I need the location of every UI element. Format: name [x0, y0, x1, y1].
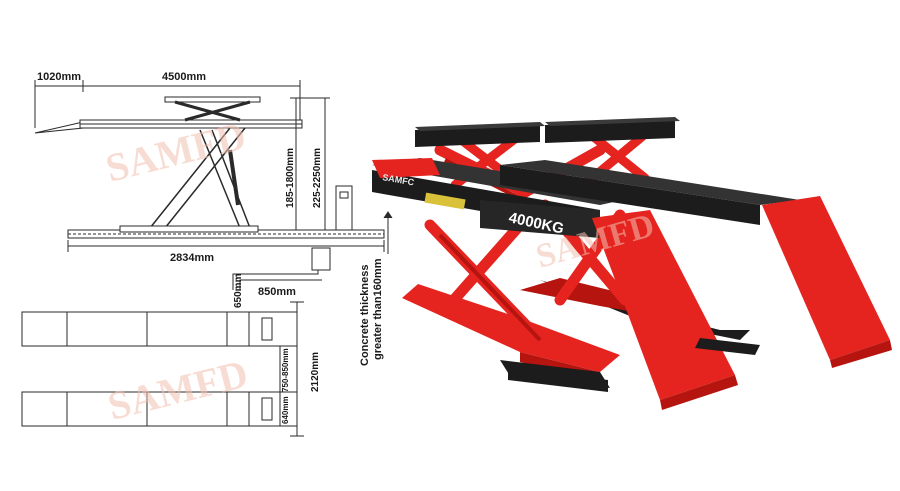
dim-pit-width: 850mm — [258, 286, 296, 298]
scissor-lift-photo — [372, 117, 892, 410]
dim-overall-width: 2120mm — [310, 352, 321, 392]
info-sticker — [424, 192, 466, 210]
dim-lowered-height: 185-1800mm — [285, 148, 296, 208]
concrete-note-line-1: Concrete thickness — [359, 265, 371, 366]
dim-platform-length: 4500mm — [162, 71, 206, 83]
dimension-labels: 1020mm 4500mm 2834mm 185-1800mm 225-2250… — [37, 71, 384, 424]
dim-pit-offset: 650mm — [233, 273, 244, 308]
dim-inner-width-range: 750-850mm — [281, 348, 290, 392]
plan-view-drawing — [21, 247, 331, 437]
dim-raised-height: 225-2250mm — [312, 148, 323, 208]
dim-track-width: 640mm — [281, 396, 290, 424]
concrete-note-line-2: greater than160mm — [372, 258, 384, 360]
side-elevation-drawing — [34, 80, 393, 254]
dim-ramp-length: 1020mm — [37, 71, 81, 83]
dim-base-length: 2834mm — [170, 252, 214, 264]
